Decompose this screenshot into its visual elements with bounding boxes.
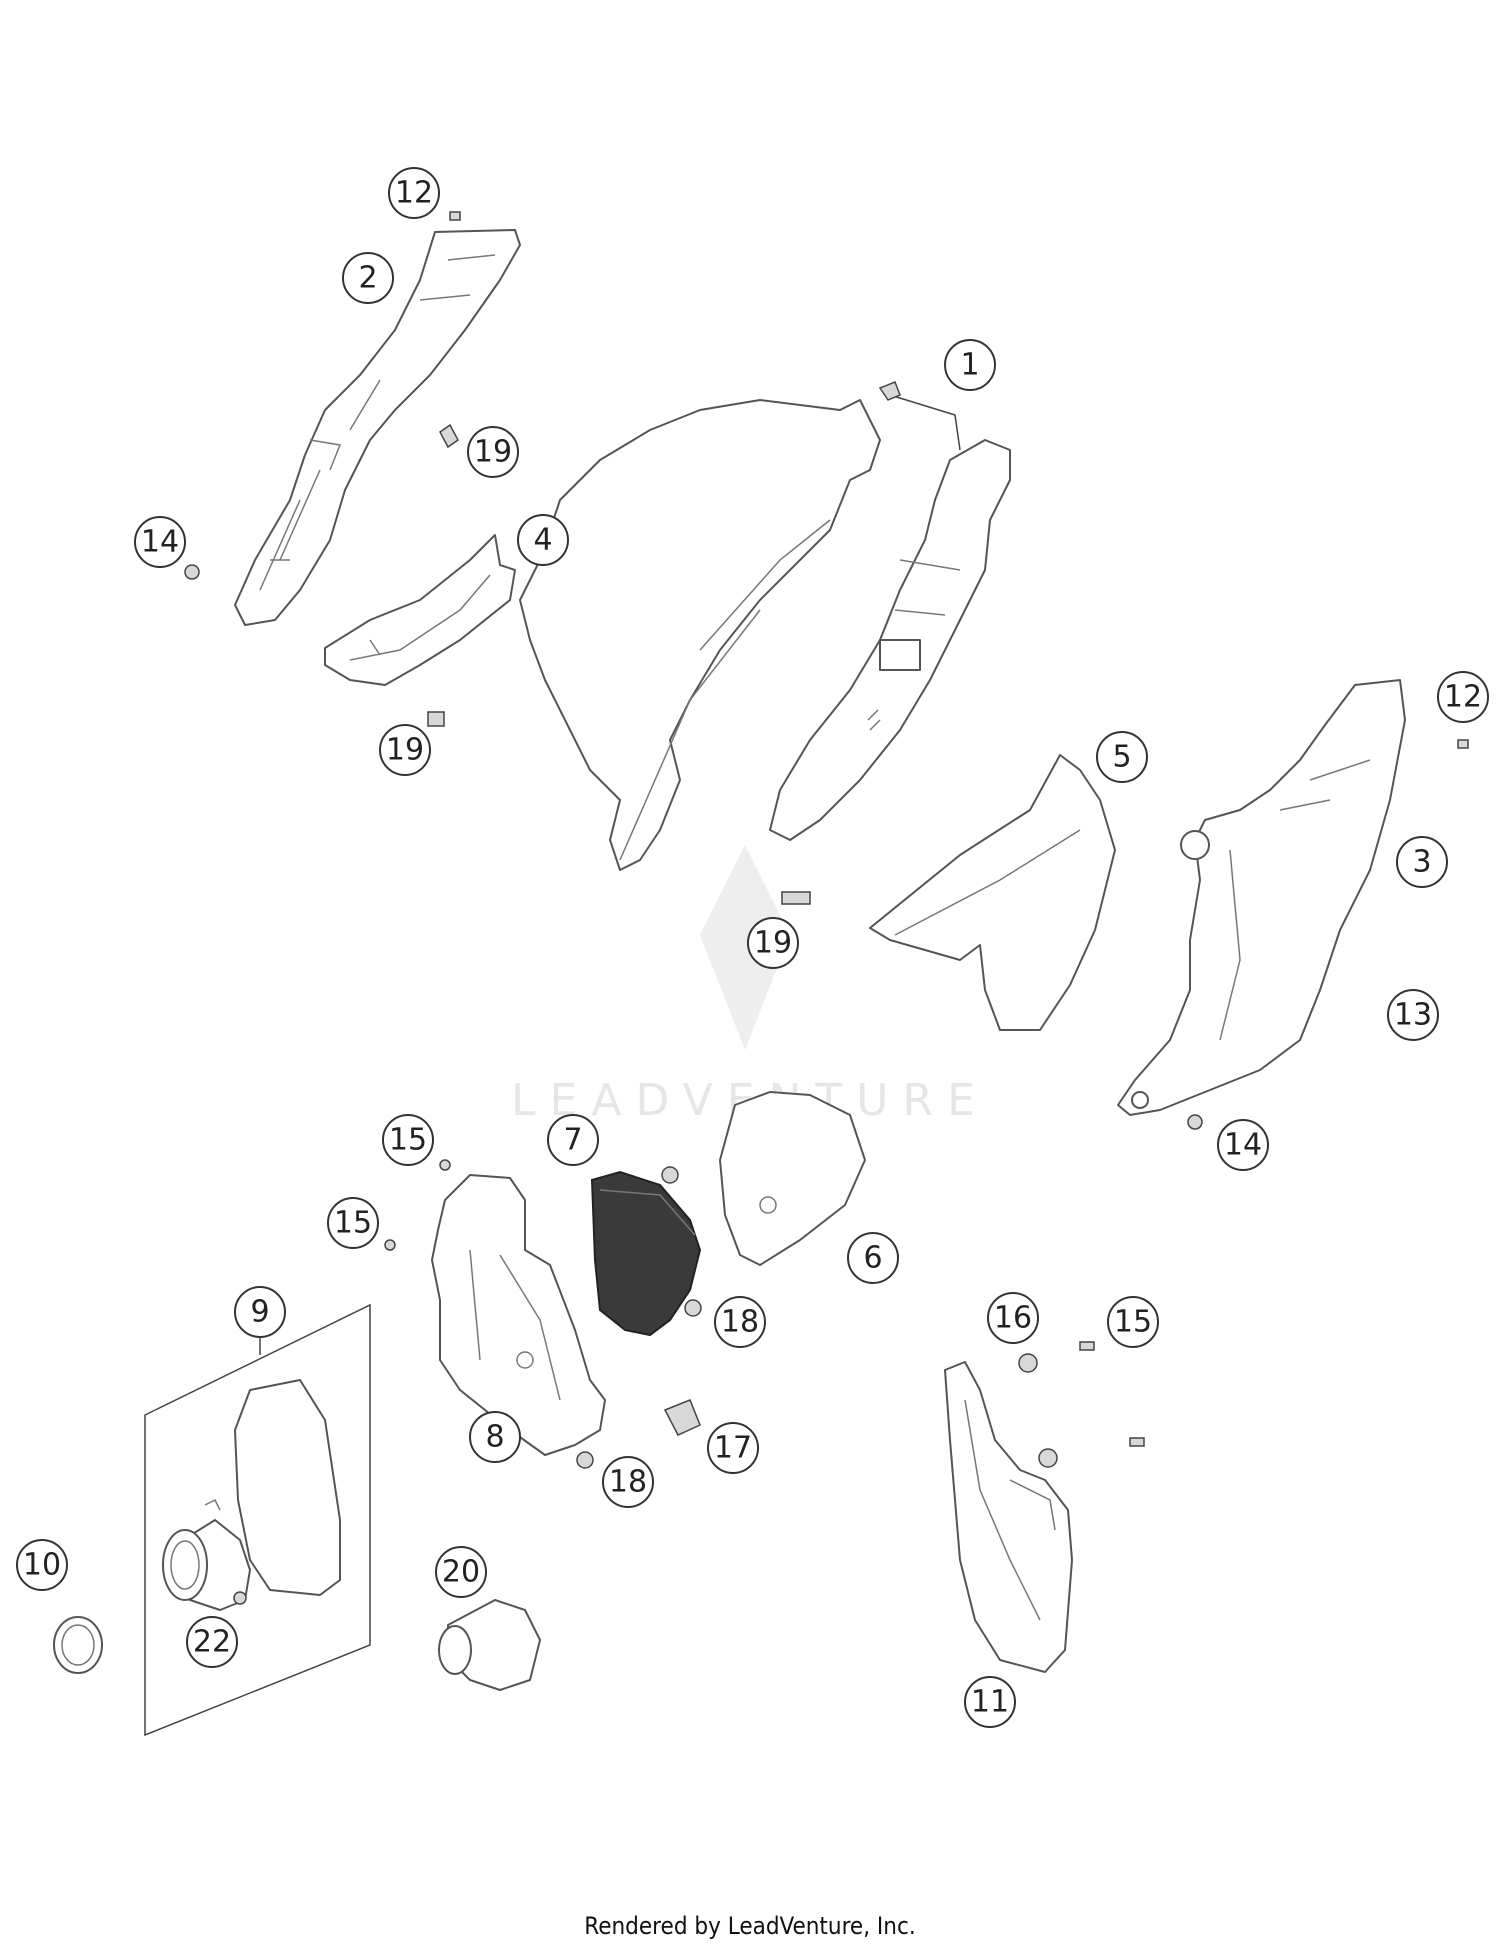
callout-19: 19 [467, 426, 519, 478]
part-5-center-side-panel [869, 754, 1116, 1031]
grommet-16b [1038, 1448, 1058, 1468]
svg-text:6: 6 [863, 1241, 882, 1276]
svg-text:15: 15 [1114, 1305, 1152, 1340]
svg-text:8: 8 [485, 1420, 504, 1455]
part-6-filter-cover [719, 1091, 866, 1266]
svg-text:13: 13 [1394, 998, 1432, 1033]
svg-text:12: 12 [395, 176, 433, 211]
callout-8: 8 [469, 1411, 521, 1463]
part-8-airbox [431, 1174, 606, 1456]
svg-text:18: 18 [609, 1465, 647, 1500]
screw-22 [233, 1591, 247, 1605]
callout-15: 15 [1107, 1296, 1159, 1348]
clip-19c [781, 891, 811, 905]
callout-18: 18 [714, 1296, 766, 1348]
part-3-right-side-panel [1117, 679, 1406, 1116]
svg-text:1: 1 [960, 348, 979, 383]
svg-text:7: 7 [563, 1123, 582, 1158]
svg-text:16: 16 [994, 1301, 1032, 1336]
svg-text:14: 14 [1224, 1128, 1262, 1163]
clip-17 [663, 1399, 701, 1436]
svg-text:18: 18 [721, 1305, 759, 1340]
callout-14: 14 [1217, 1119, 1269, 1171]
screw-15d [1129, 1437, 1145, 1447]
svg-text:11: 11 [971, 1685, 1009, 1720]
callout-10: 10 [16, 1539, 68, 1591]
screw-15c [1079, 1341, 1095, 1351]
rendered-by-footer: Rendered by LeadVenture, Inc. [584, 1912, 916, 1940]
svg-text:20: 20 [442, 1555, 480, 1590]
nut-18-top [661, 1166, 679, 1184]
svg-text:2: 2 [358, 261, 377, 296]
callout-2: 2 [342, 252, 394, 304]
callout-20: 20 [435, 1546, 487, 1598]
clip-19b [427, 711, 445, 727]
svg-text:19: 19 [754, 926, 792, 961]
callout-5: 5 [1096, 731, 1148, 783]
callout-12: 12 [1437, 671, 1489, 723]
callout-4: 4 [517, 514, 569, 566]
part-10-clamp [53, 1616, 103, 1674]
part-20-intake-rubber [438, 1599, 541, 1691]
callout-9: 9 [234, 1286, 286, 1338]
callout-11: 11 [964, 1676, 1016, 1728]
watermark-flame-logo [700, 845, 790, 1050]
svg-text:19: 19 [474, 435, 512, 470]
callout-1: 1 [944, 339, 996, 391]
callout-7: 7 [547, 1114, 599, 1166]
svg-text:17: 17 [714, 1431, 752, 1466]
screw-15b [384, 1239, 396, 1251]
part-11-lower-right-cover [944, 1361, 1073, 1673]
part-7-air-filter [590, 1170, 702, 1337]
screw-12a [449, 211, 461, 221]
svg-text:15: 15 [389, 1123, 427, 1158]
callout-15: 15 [327, 1197, 379, 1249]
screw-15a [439, 1159, 451, 1171]
part-1-main-shroud [519, 381, 1011, 871]
callout-17: 17 [707, 1422, 759, 1474]
callout-14: 14 [134, 516, 186, 568]
callout-13: 13 [1387, 989, 1439, 1041]
part-1-leader-line [889, 394, 961, 451]
screw-14b [1187, 1114, 1203, 1130]
callout-6: 6 [847, 1232, 899, 1284]
svg-text:3: 3 [1412, 845, 1431, 880]
screw-12b [1457, 739, 1469, 749]
callout-12: 12 [388, 167, 440, 219]
nut-18b [576, 1451, 594, 1469]
grommet-16a [1018, 1353, 1038, 1373]
callout-16: 16 [987, 1292, 1039, 1344]
callout-19: 19 [747, 917, 799, 969]
part-9-intake-assembly [144, 1303, 371, 1737]
svg-text:22: 22 [193, 1625, 231, 1660]
svg-text:15: 15 [334, 1206, 372, 1241]
svg-text:19: 19 [386, 733, 424, 768]
clip-19a [439, 423, 459, 449]
svg-text:10: 10 [23, 1548, 61, 1583]
callout-18: 18 [602, 1456, 654, 1508]
svg-text:4: 4 [533, 523, 552, 558]
svg-text:14: 14 [141, 525, 179, 560]
callout-22: 22 [186, 1616, 238, 1668]
callout-3: 3 [1396, 836, 1448, 888]
svg-text:5: 5 [1112, 740, 1131, 775]
part-4-lower-left-cover [324, 534, 516, 686]
nut-14a [184, 564, 200, 580]
nut-18a [684, 1299, 702, 1317]
callout-labels: 12 2 1 19 14 4 19 12 5 3 19 13 14 15 7 1… [16, 167, 1489, 1728]
svg-text:9: 9 [250, 1295, 269, 1330]
svg-text:12: 12 [1444, 680, 1482, 715]
callout-19: 19 [379, 724, 431, 776]
leadventure-watermark: LEADVENTURE [511, 845, 975, 1126]
callout-15: 15 [382, 1114, 434, 1166]
part-2-left-side-panel [234, 229, 521, 626]
